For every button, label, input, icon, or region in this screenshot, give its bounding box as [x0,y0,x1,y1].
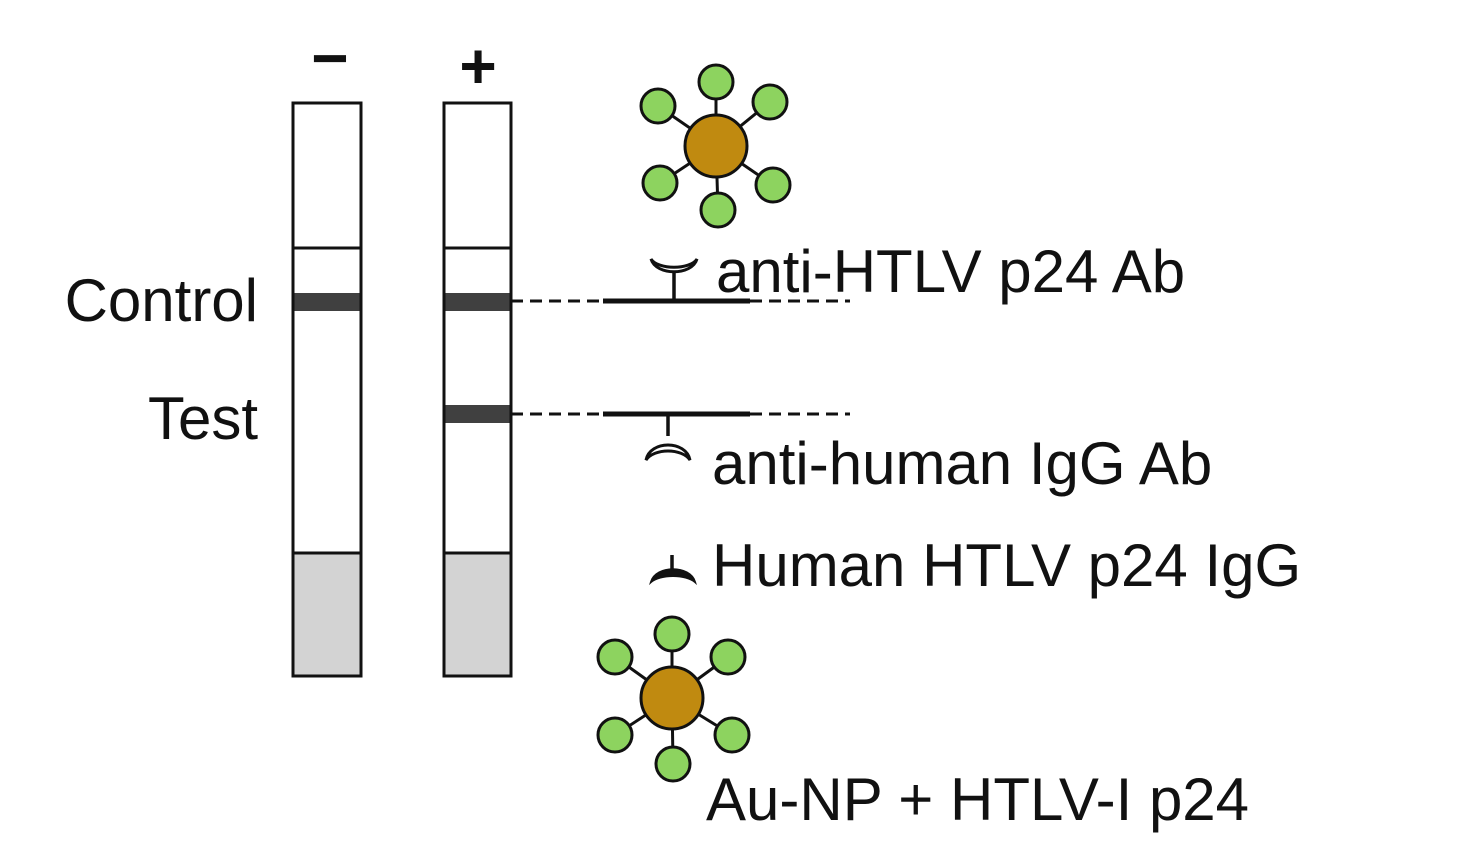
positive-control-band [445,293,510,311]
negative-strip [291,101,363,678]
negative-control-band [294,293,360,311]
human-htlv-p24-igg-label: Human HTLV p24 IgG [712,532,1301,599]
positive-strip [442,101,513,678]
anti-human-igg-antibody-icon [644,415,692,462]
control-label: Control [65,267,258,334]
aunp-htlv-p24-label: Au-NP + HTLV-I p24 [706,766,1249,833]
anti-htlv-p24-antibody-icon [649,257,699,300]
test-label: Test [148,385,258,452]
human-htlv-p24-igg-icon [649,555,697,586]
anti-htlv-p24-ab-label: anti-HTLV p24 Ab [716,238,1185,305]
gold-nanoparticle-icon-top [639,63,792,229]
positive-test-band [445,405,510,423]
positive-sample-pad [445,553,510,675]
anti-human-igg-ab-label: anti-human IgG Ab [712,430,1212,497]
gold-nanoparticle-icon-bottom [596,615,751,783]
negative-sign-label: − [311,22,348,94]
positive-sign-label: + [459,30,496,102]
negative-sample-pad [294,553,360,675]
